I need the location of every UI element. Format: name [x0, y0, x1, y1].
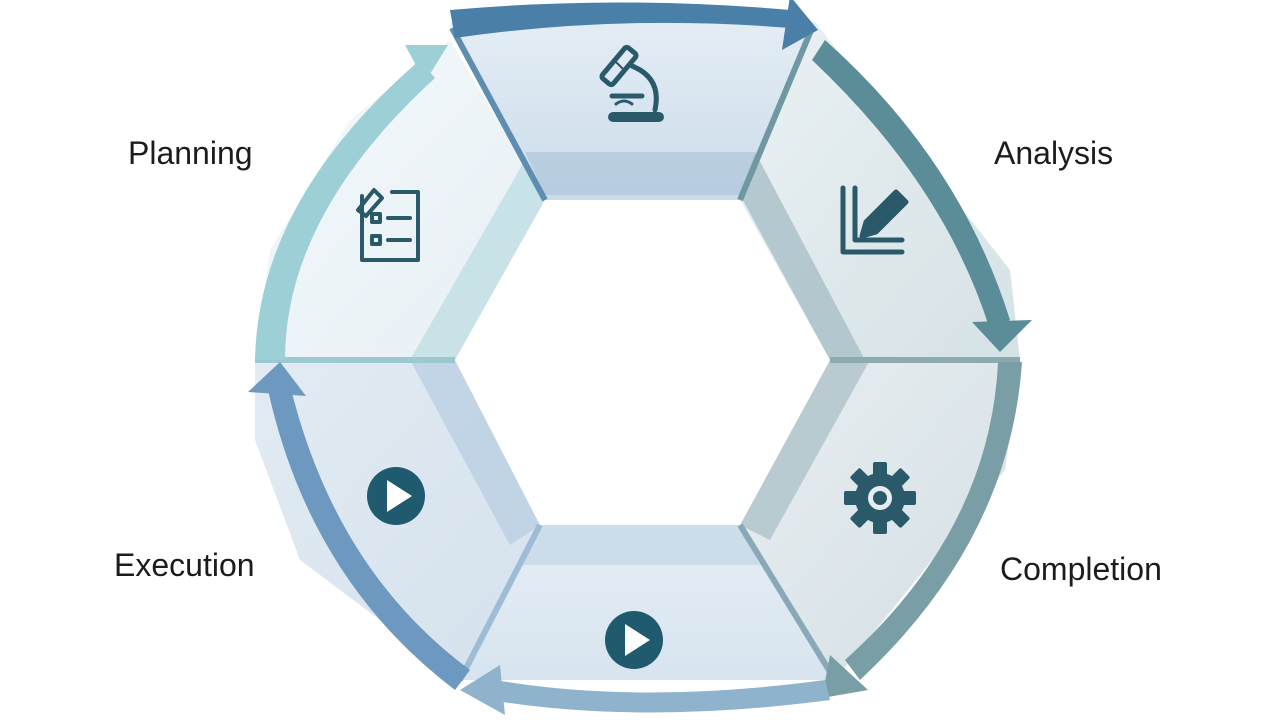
arrow-upper-left [255, 45, 448, 360]
stage-label-planning: Planning [128, 135, 253, 171]
stage-label-analysis: Analysis [994, 135, 1114, 171]
arrow-lower-right [822, 362, 1022, 698]
chart-pencil-icon [840, 185, 909, 255]
microscope-icon [599, 44, 664, 122]
gear-icon [844, 462, 916, 534]
arrow-left [248, 362, 470, 690]
stage-label-completion: Completion [1000, 551, 1162, 587]
play-icon [605, 611, 663, 669]
segment-upper-left [255, 40, 545, 360]
arrow-right [812, 40, 1032, 352]
checklist-icon [356, 188, 420, 262]
segment-top [450, 22, 815, 200]
segment-bottom [460, 525, 835, 680]
play-icon [367, 467, 425, 525]
arrow-top [450, 0, 818, 50]
arrow-bottom [460, 665, 830, 715]
center-hexagon [455, 200, 830, 525]
stage-label-execution: Execution [114, 547, 255, 583]
segment-dividers [255, 26, 1020, 682]
segment-upper-right [740, 22, 1020, 360]
